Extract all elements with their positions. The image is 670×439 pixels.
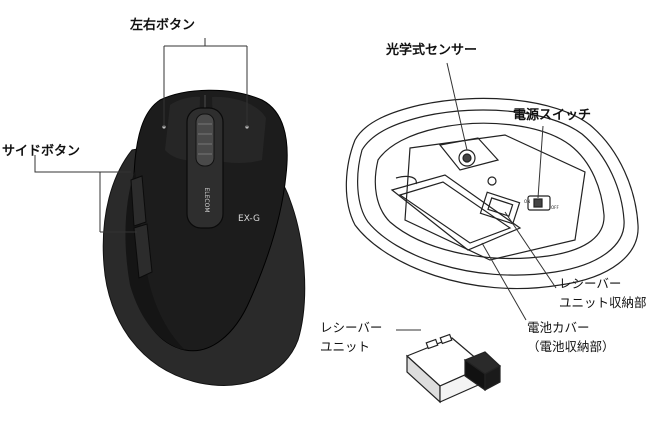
label-receiver-unit-line2: ユニット xyxy=(320,338,371,354)
side-button-forward[interactable] xyxy=(130,175,147,227)
label-receiver-unit-line1: レシーバー xyxy=(320,320,383,335)
mouse-top-view xyxy=(102,89,306,386)
battery-cover xyxy=(390,174,522,251)
label-side-buttons: サイドボタン xyxy=(2,144,81,159)
mouse-bottom-view xyxy=(345,97,639,290)
receiver-bay xyxy=(479,191,521,225)
label-optical-sensor: 光学式センサー xyxy=(386,43,478,58)
label-battery-cover: 電池カバー （電池収納部） xyxy=(527,320,615,354)
scroll-wheel[interactable] xyxy=(195,113,215,167)
side-button-back[interactable] xyxy=(133,223,153,279)
label-receiver-unit: レシーバー ユニット xyxy=(320,320,382,354)
callout-left-right xyxy=(163,38,248,127)
mouse-model-text: EX-G xyxy=(238,214,260,224)
label-receiver-bay-line1: レシーバー xyxy=(559,276,622,291)
label-battery-cover-line2: （電池収納部） xyxy=(527,338,615,354)
power-switch xyxy=(527,195,551,211)
usb-receiver xyxy=(405,333,502,404)
label-left-right-buttons: 左右ボタン xyxy=(130,18,196,33)
label-power-switch: 電源スイッチ xyxy=(513,108,592,123)
label-battery-cover-line1: 電池カバー xyxy=(527,320,590,335)
mouse-brand-text: ELECOM xyxy=(203,187,210,212)
mouse-thumb-area xyxy=(125,170,185,350)
label-receiver-bay-line2: ユニット収納部 xyxy=(559,294,647,310)
callout-side-buttons xyxy=(34,155,137,233)
switch-on-label: ON xyxy=(524,199,530,204)
switch-off-label: OFF xyxy=(551,205,559,210)
callout-right-view xyxy=(396,62,557,331)
label-receiver-bay: レシーバー ユニット収納部 xyxy=(559,276,647,310)
